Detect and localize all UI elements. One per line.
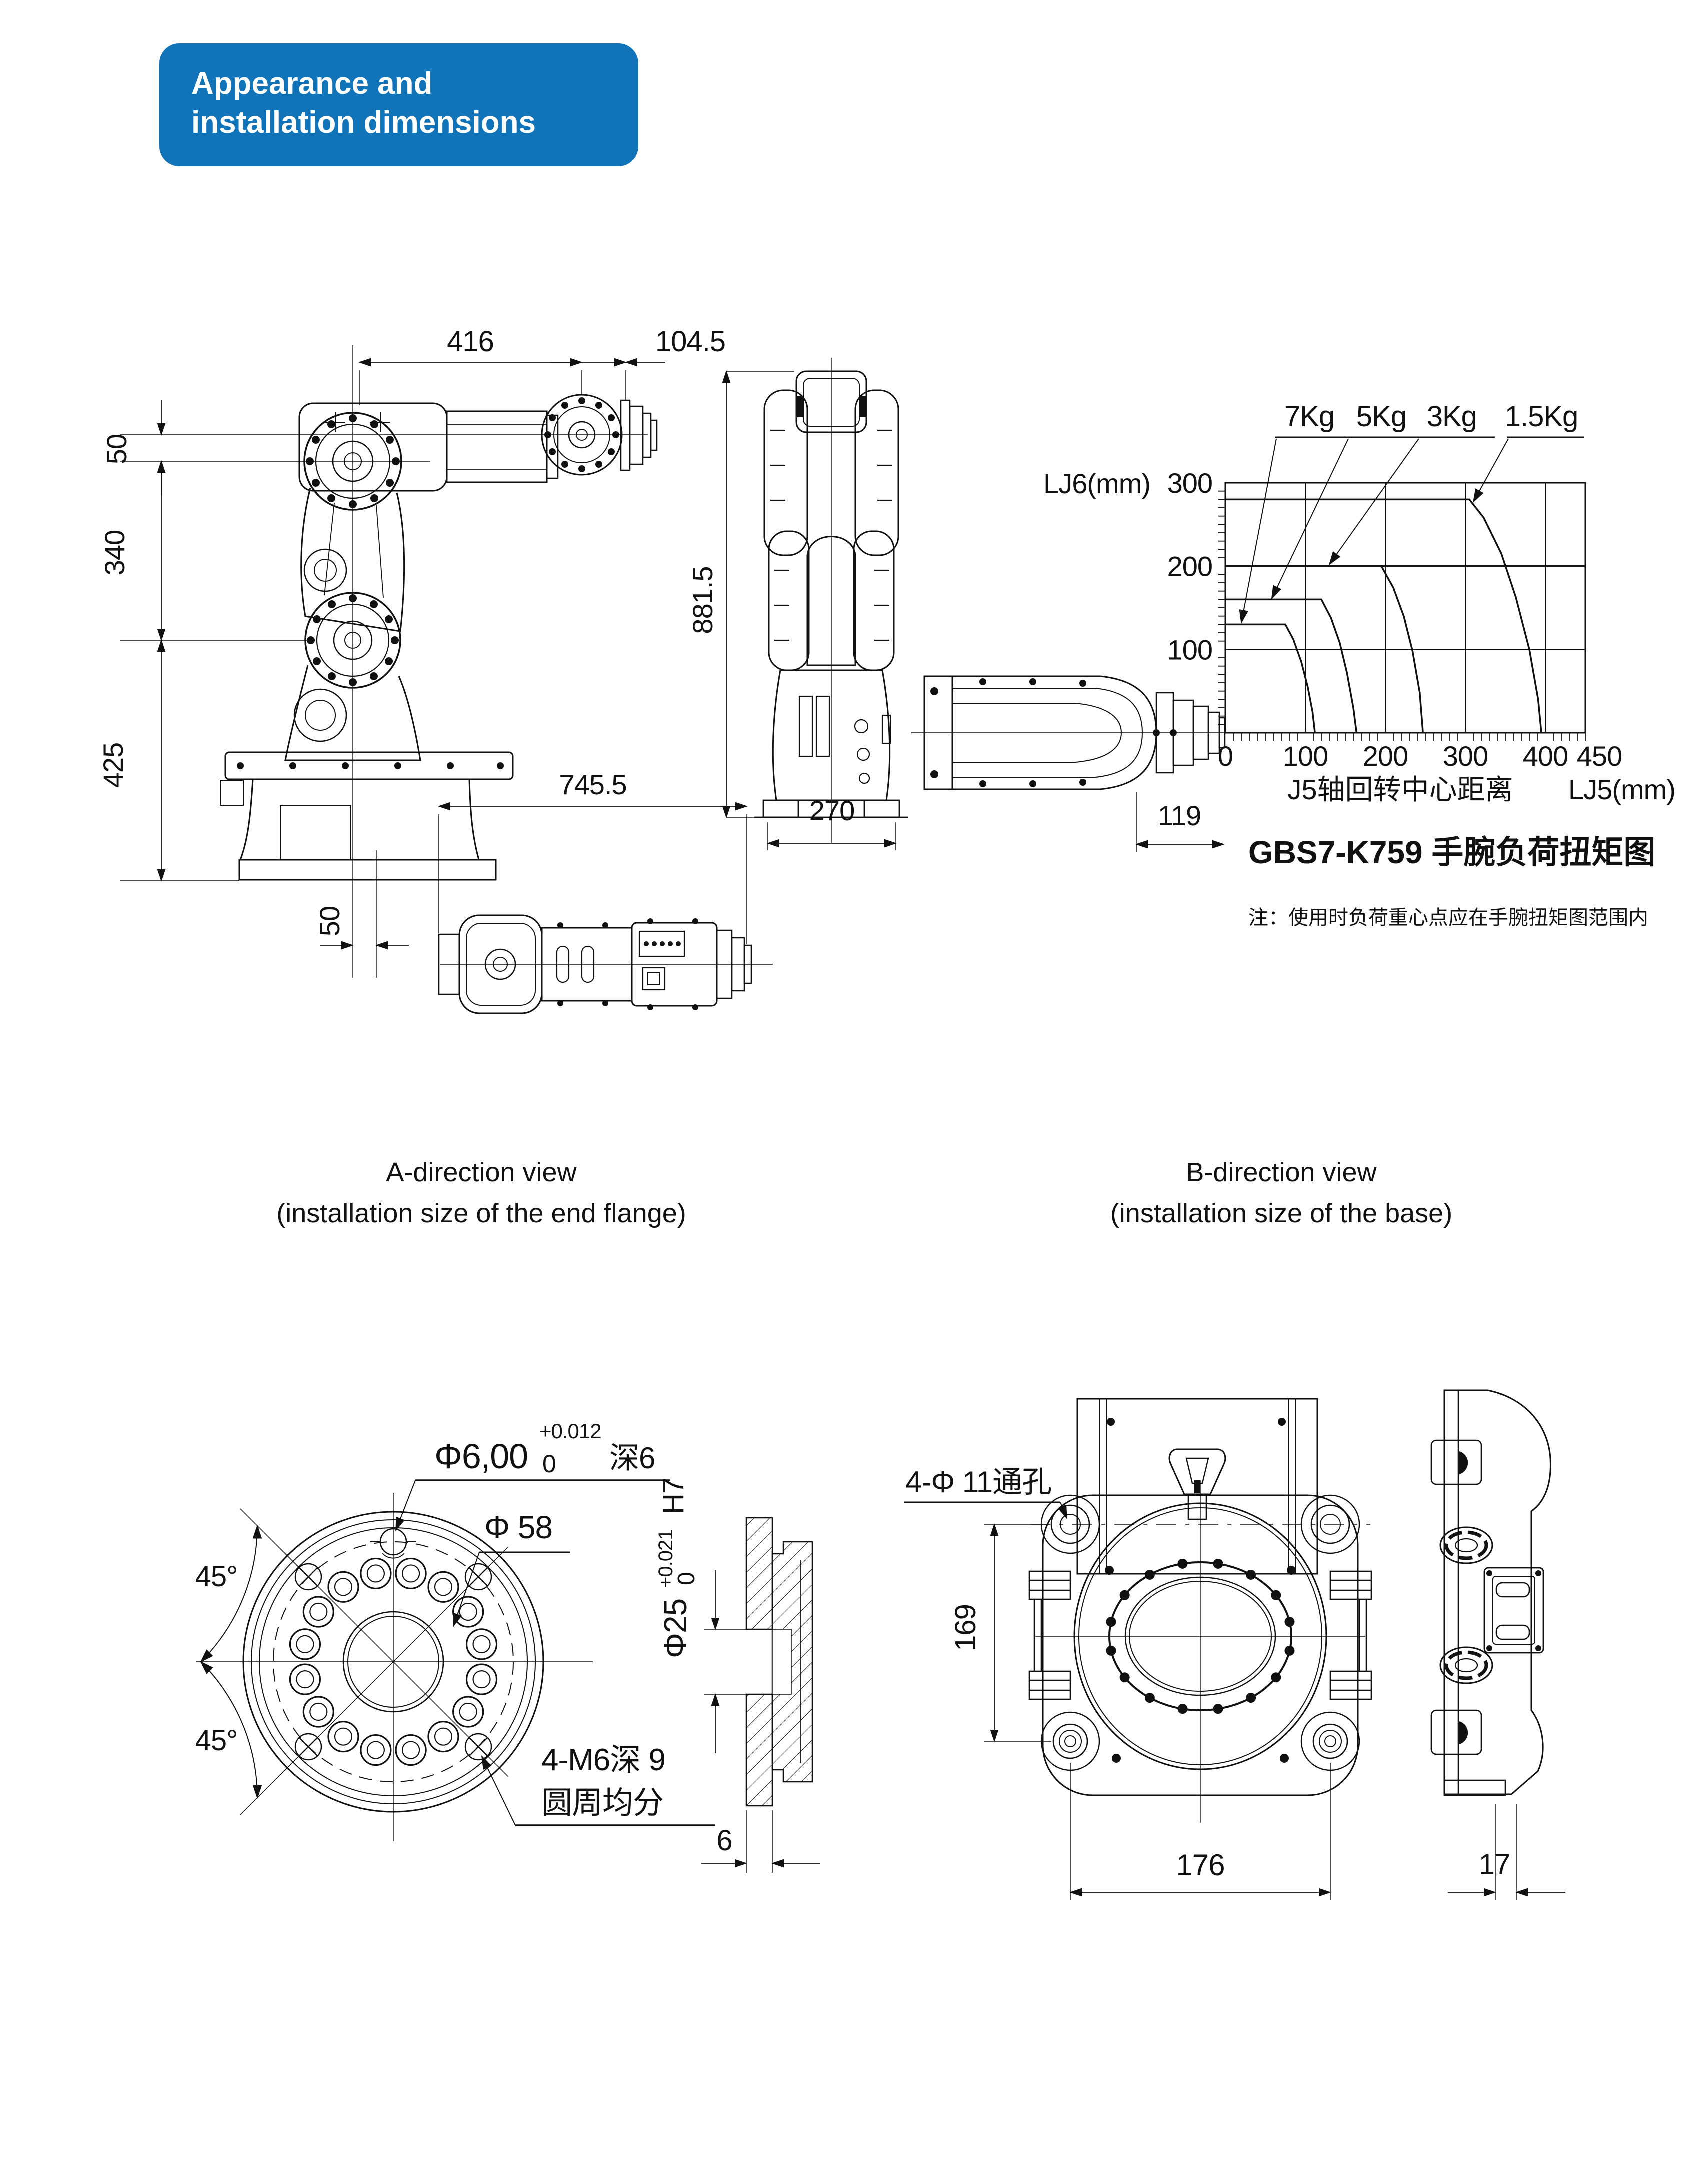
b-view-caption-line2: (installation size of the base) (1110, 1198, 1452, 1228)
torque-curve-5Kg (1225, 598, 1358, 733)
torque-curve-3Kg (1225, 565, 1424, 733)
chart-x-tick-300: 300 (1443, 740, 1488, 772)
chart-x-tick-0: 0 (1218, 740, 1233, 772)
dim-50-base-label: 50 (314, 906, 345, 936)
flange-thickness-label: 6 (716, 1824, 732, 1857)
a-view-caption-line1: A-direction view (386, 1157, 577, 1187)
torque-curve-7Kg (1225, 623, 1316, 733)
flange-dowel-label: Φ6,00 (434, 1437, 528, 1476)
dim-119-label: 119 (1158, 800, 1201, 831)
top-view-drawing: 745.5 (437, 769, 773, 1014)
page-title-line1: Appearance and (191, 66, 433, 101)
side-view-drawing: 881.5 270 (687, 358, 908, 850)
series-label-3Kg: 3Kg (1427, 400, 1477, 433)
flange-section-drawing: Φ25 +0.021 0 H7 6 (655, 1478, 820, 1873)
flange-dowel-tol-lower: 0 (542, 1450, 556, 1478)
wrist-torque-chart: 0 100 200 300 400 450 100 200 300 7Kg 5Kg 3Kg 1.5Kg (1167, 400, 1623, 772)
dim-104-5-label: 104.5 (655, 325, 725, 358)
flange-dowel-depth: 深6 (609, 1441, 655, 1475)
chart-x-tick-400: 400 (1523, 740, 1568, 772)
wrist-arm-drawing: 119 (911, 675, 1226, 852)
flange-bore-label: Φ25 (657, 1599, 693, 1658)
front-view-drawing: 416 104.5 50 340 425 50 (97, 325, 726, 978)
dim-745-5-label: 745.5 (559, 769, 626, 800)
dim-416-label: 416 (447, 325, 494, 358)
a-view-caption-line2: (installation size of the end flange) (276, 1198, 686, 1228)
flange-thread-note-line2: 圆周均分 (541, 1786, 663, 1820)
chart-y-tick-100: 100 (1167, 634, 1212, 665)
flange-bore-tol-lower: 0 (673, 1572, 700, 1585)
page-title-block: Appearance and installation dimensions (159, 43, 638, 166)
chart-x-axis-title: J5轴回转中心距离 (1287, 774, 1513, 805)
chart-y-tick-300: 300 (1167, 467, 1212, 499)
base-through-holes-label: 4-Φ 11通孔 (905, 1465, 1051, 1499)
dim-340-label: 340 (99, 530, 130, 575)
base-front-drawing: 4-Φ 11通孔 169 176 (904, 1398, 1372, 1900)
chart-x-tick-450: 450 (1577, 740, 1622, 772)
flange-front-drawing: 45° 45° Φ6,00 +0.012 0 深6 Φ 58 4-M6深 9 圆… (195, 1419, 715, 1841)
chart-y-tick-200: 200 (1167, 551, 1212, 582)
dim-881-5-label: 881.5 (687, 566, 718, 634)
dim-270-label: 270 (809, 795, 854, 826)
base-176-label: 176 (1176, 1848, 1224, 1882)
chart-frame (1224, 482, 1586, 734)
chart-x-tick-100: 100 (1283, 740, 1328, 772)
torque-curve-1.5Kg (1225, 498, 1542, 733)
chart-y-axis-title: LJ6(mm) (1043, 468, 1150, 499)
dim-425-label: 425 (97, 743, 129, 788)
series-label-7Kg: 7Kg (1284, 400, 1334, 433)
flange-dowel-tol-upper: +0.012 (539, 1419, 601, 1443)
flange-thread-note-line1: 4-M6深 9 (541, 1743, 665, 1777)
base-169-label: 169 (949, 1604, 982, 1651)
base-17-label: 17 (1479, 1848, 1510, 1881)
flange-bolt-circle-label: Φ 58 (484, 1509, 552, 1545)
series-label-5Kg: 5Kg (1356, 400, 1406, 433)
flange-bore-fit: H7 (657, 1478, 690, 1514)
dim-50-top-label: 50 (101, 434, 132, 464)
chart-x-unit-label: LJ5(mm) (1568, 774, 1675, 805)
series-label-1.5Kg: 1.5Kg (1505, 400, 1578, 433)
flange-angle-upper-label: 45° (195, 1560, 238, 1593)
chart-title: GBS7-K759 手腕负荷扭矩图 (1248, 834, 1655, 870)
flange-bore-tol-upper: +0.021 (655, 1530, 677, 1588)
base-side-drawing: 17 (1430, 1389, 1565, 1900)
chart-note: 注：使用时负荷重心点应在手腕扭矩图范围内 (1248, 907, 1648, 929)
view-captions: A-direction view (installation size of t… (276, 1157, 1452, 1228)
wrist-torque-chart-text: LJ6(mm) J5轴回转中心距离 LJ5(mm) GBS7-K759 手腕负荷… (1043, 468, 1676, 929)
page-title-line2: installation dimensions (191, 105, 536, 140)
b-view-caption-line1: B-direction view (1186, 1157, 1377, 1187)
chart-x-tick-200: 200 (1363, 740, 1408, 772)
flange-angle-lower-label: 45° (195, 1724, 238, 1757)
